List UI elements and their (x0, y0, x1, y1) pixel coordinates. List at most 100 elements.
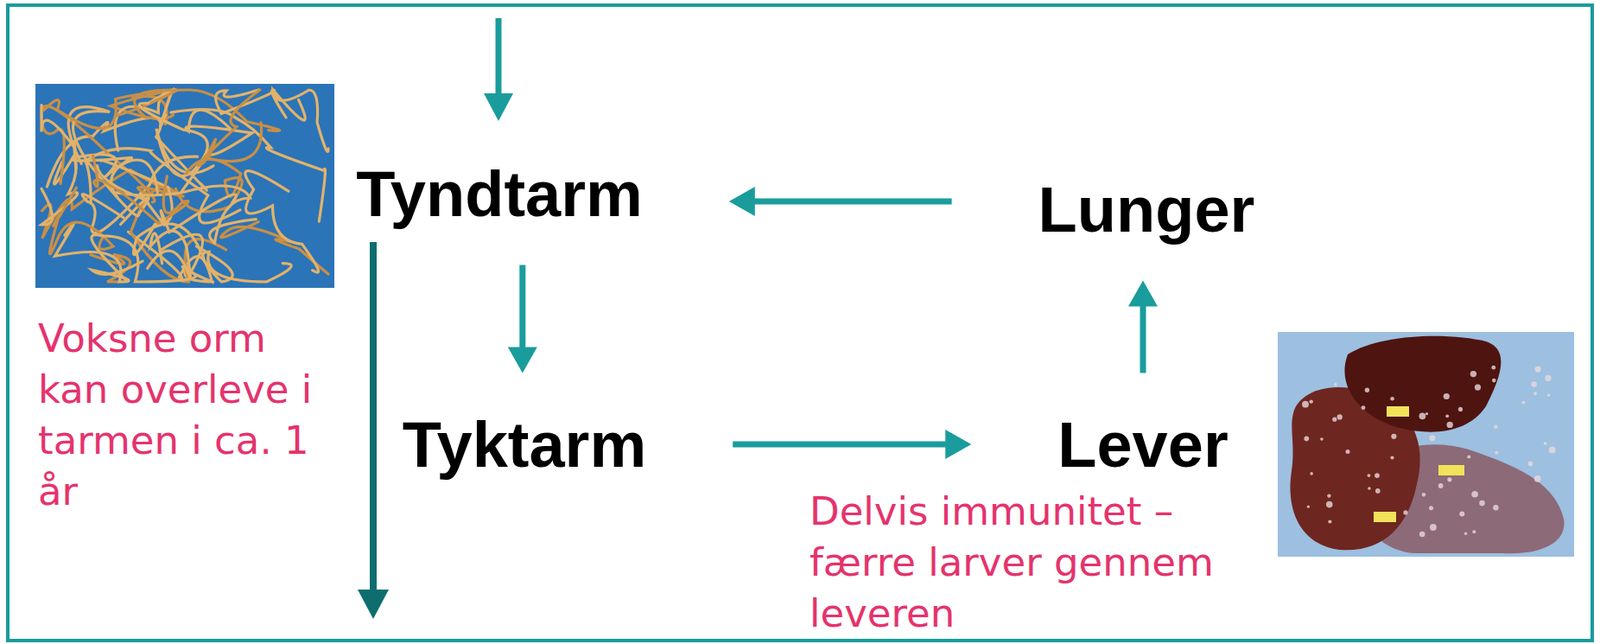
liver-spot (1374, 472, 1380, 478)
liver-spot (1466, 455, 1471, 459)
worm (114, 89, 176, 151)
liver-lobe (1289, 387, 1420, 550)
liver-spot (1375, 488, 1381, 494)
liver-spot (1337, 413, 1343, 420)
liver-spot (1428, 434, 1435, 441)
liver-spot (1346, 449, 1351, 454)
liver-spot (1522, 400, 1526, 405)
tag (1386, 406, 1410, 417)
liver-spot (1367, 473, 1372, 477)
liver-spot (1309, 471, 1314, 476)
worm (197, 89, 261, 166)
liver-spot (1474, 384, 1481, 391)
worm (97, 165, 237, 233)
liver-spot (1361, 405, 1366, 410)
liver-spot (1438, 482, 1444, 489)
liver-spot (1535, 366, 1542, 373)
liver-spot (1390, 396, 1395, 401)
organ-name: Lunger (1038, 172, 1256, 247)
liver-photo (1277, 331, 1575, 557)
exit-arrow-head (357, 589, 389, 619)
liver-spot (1493, 425, 1498, 429)
liver-spot (1428, 505, 1434, 510)
liver-spot (1464, 532, 1467, 535)
worm (273, 89, 329, 152)
liver-spot (1528, 461, 1534, 467)
flow-arrow (1128, 280, 1158, 374)
liver-spot (1425, 412, 1429, 415)
liver-spot (1332, 417, 1337, 422)
liver-spot (1403, 509, 1408, 515)
arrow-shaft (732, 441, 949, 448)
liver-spot (1443, 393, 1450, 400)
liver-spot (1534, 475, 1542, 483)
liver-spot (1422, 492, 1426, 496)
liver-spot (1326, 501, 1334, 508)
worm (93, 155, 189, 223)
liver-spot (1492, 504, 1499, 510)
worm (196, 246, 293, 282)
liver-spot (1447, 476, 1452, 482)
photo-ground (35, 83, 335, 288)
liver-spot (1447, 421, 1454, 428)
liver-spot (1472, 529, 1476, 534)
arrow-shaft (751, 198, 953, 205)
liver-spot (1445, 413, 1449, 418)
note-text: Delvis immunitet – færre larver gennem l… (809, 485, 1225, 639)
liver-spot (1390, 433, 1397, 439)
organ-name: Lever (1057, 407, 1228, 482)
liver-spot (1492, 378, 1497, 383)
worm (44, 89, 172, 129)
liver-lobe (1344, 336, 1501, 432)
organ-label: Tyktarm (316, 373, 733, 516)
liver-spot (1367, 486, 1372, 490)
liver-spot (1333, 382, 1338, 387)
photo-ground (1277, 331, 1575, 557)
flow-arrow (732, 429, 972, 459)
liver-spot (1327, 519, 1332, 523)
liver-spot (1547, 393, 1551, 398)
liver-spot (1491, 365, 1496, 370)
liver-spot (1303, 436, 1309, 442)
arrow-shaft (519, 265, 526, 351)
liver-spot (1365, 387, 1370, 393)
worm (91, 234, 204, 282)
entry-arrow (495, 18, 502, 97)
worm (221, 222, 329, 275)
worm (71, 154, 158, 197)
liver-spot (1307, 505, 1310, 508)
liver-spot (1494, 450, 1499, 454)
arrow-head (507, 347, 538, 374)
arrow-head (945, 429, 972, 459)
note-text: Voksne orm kan overleve i tarmen i ca. 1… (38, 312, 337, 517)
arrow-head (729, 186, 756, 216)
liver-spot (1419, 412, 1427, 420)
exit-arrow (369, 241, 377, 593)
organ-name: Tyktarm (402, 407, 647, 482)
arrow-shaft (1140, 303, 1147, 374)
arrow-head (1128, 280, 1158, 307)
liver-spot (1544, 374, 1551, 381)
liver-spot (1390, 455, 1394, 459)
liver-spot (1320, 437, 1324, 441)
tag (1373, 511, 1397, 522)
frame (7, 5, 1593, 641)
liver-spot (1533, 391, 1537, 395)
liver-spot (1301, 400, 1309, 408)
worm (68, 107, 149, 225)
liver-spot (1326, 493, 1331, 497)
organ-label: Lunger (952, 138, 1342, 281)
entry-arrow-head (483, 93, 514, 121)
liver-spot (1530, 380, 1537, 388)
liver-spot (1419, 531, 1426, 538)
worm-photo (35, 83, 335, 288)
liver-spot (1470, 370, 1477, 377)
organ-label: Tyndtarm (269, 122, 730, 266)
worm (171, 108, 326, 222)
liver-spot (1429, 523, 1437, 531)
liver-spot (1479, 500, 1486, 507)
organ-name: Tyndtarm (355, 157, 643, 231)
liver-spot (1459, 511, 1465, 517)
tag (1438, 464, 1465, 476)
flow-arrow (729, 186, 953, 216)
